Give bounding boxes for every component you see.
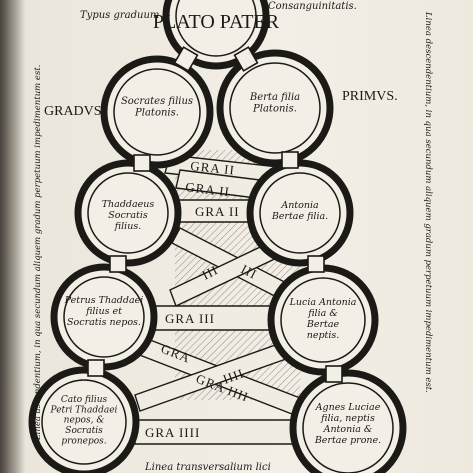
node-inner-r3 xyxy=(280,277,366,363)
clasp-l3-l4 xyxy=(87,359,105,377)
band-label-gra-iii: GRA III xyxy=(165,311,215,326)
clasp-apex-right xyxy=(233,46,259,72)
margin-note-left: Linea ascendentium, in qua secundum aliq… xyxy=(33,65,43,441)
node-label-line: filia & xyxy=(307,308,338,319)
apex-inner xyxy=(175,0,257,57)
node-label-line: Cato filius xyxy=(61,395,108,405)
band-label-gra-iiii-b: GRA IIII xyxy=(145,425,200,440)
footer-linea-transversalium: Linea transversalium lici xyxy=(144,462,271,473)
node-inner-l3 xyxy=(63,276,145,358)
node-inner-l1 xyxy=(113,68,201,156)
band-label-gra-ii-a: GRA II xyxy=(190,158,236,178)
book-spine-shadow xyxy=(0,0,26,473)
clasp-apex-left xyxy=(173,46,199,72)
side-label-primus: PRIMVS. xyxy=(342,89,398,104)
node-label-line: Bertae filia. xyxy=(271,211,328,222)
side-label-gradus: GRADVS xyxy=(44,104,102,119)
node-label-line: Antonia xyxy=(280,200,319,211)
caption-consanguinitatis: Consanguinitatis. xyxy=(268,1,357,12)
apex-plato-pater: PLATO PATER xyxy=(153,11,280,33)
node-label-line: Socratis nepos. xyxy=(67,317,141,328)
node-label-line: Socratis xyxy=(65,426,103,436)
node-label-line: Petrus Thaddaei xyxy=(64,295,144,306)
node-inner-r2 xyxy=(259,172,341,254)
margin-note-right: Linea descendentium, in qua secundum ali… xyxy=(423,11,433,393)
node-label-line: Petri Thaddaei xyxy=(50,405,118,415)
ring-clasps xyxy=(87,46,343,383)
clasp-r1-r2 xyxy=(281,151,299,169)
node-label-line: Lucia Antonia xyxy=(289,297,357,308)
node-label-line: Platonis. xyxy=(252,104,297,115)
node-inner-r4 xyxy=(302,382,394,473)
band-label-gra-ii-c: GRA II xyxy=(195,204,240,219)
node-label-line: nepos, & xyxy=(64,416,105,426)
node-label-line: neptis. xyxy=(307,330,340,341)
node-inner-r1 xyxy=(229,62,321,154)
caption-typus-graduum: Typus graduum xyxy=(80,10,159,21)
clasp-l2-l3 xyxy=(109,255,127,273)
node-label-line: Thaddaeus xyxy=(102,199,155,210)
node-label-line: Socratis xyxy=(108,210,148,221)
band-label-iii-b: III xyxy=(200,262,221,283)
band-label-iii-a: III xyxy=(239,261,260,282)
node-label-line: Socrates filius xyxy=(121,96,193,107)
node-label-line: Platonis. xyxy=(134,108,179,119)
clasp-l1-l2 xyxy=(133,154,151,172)
node-label-line: filius et xyxy=(85,306,122,317)
band-label-iiii: IIII xyxy=(221,365,246,386)
clasp-r3-r4 xyxy=(325,365,343,383)
band-label-gra-ii-b: GRA II xyxy=(185,179,231,199)
node-label-line: Berta filia xyxy=(249,92,300,103)
node-label-line: pronepos. xyxy=(61,436,106,446)
node-inner-l4 xyxy=(41,379,127,465)
node-label-line: Bertae xyxy=(306,319,340,330)
clasp-r2-r3 xyxy=(307,255,325,273)
node-label-line: Antonia & xyxy=(323,424,373,435)
node-label-line: filia, neptis xyxy=(320,413,375,424)
node-inner-l2 xyxy=(87,172,169,254)
node-label-line: Agnes Luciae xyxy=(315,402,381,413)
node-label-line: filius. xyxy=(114,221,141,232)
node-label-line: Bertae prone. xyxy=(314,435,381,446)
